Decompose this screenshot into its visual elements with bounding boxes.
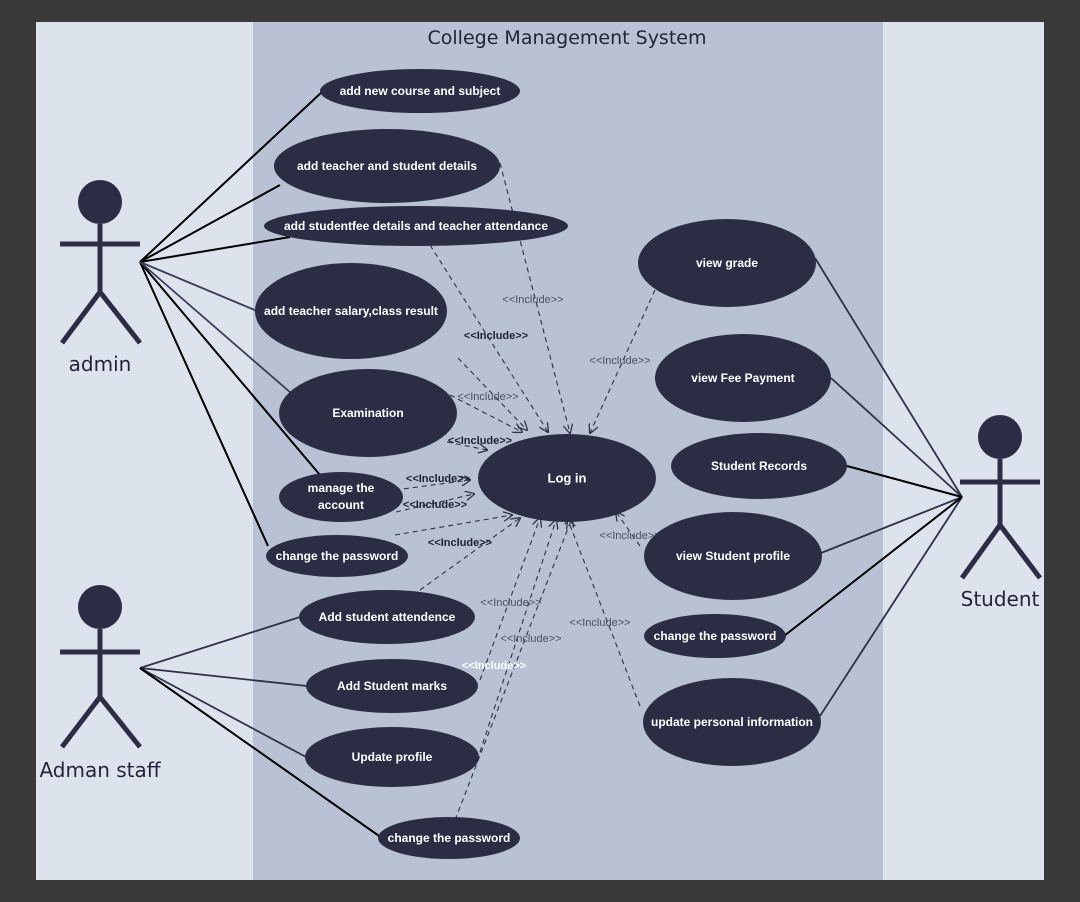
svg-text:update personal information: update personal information bbox=[651, 715, 813, 729]
student-associations bbox=[814, 257, 963, 717]
use-case-staff-change-password: change the password bbox=[378, 817, 520, 859]
system-title: College Management System bbox=[428, 27, 707, 49]
use-case-student-change-password: change the password bbox=[644, 614, 786, 658]
include-label: <<Include>> bbox=[480, 597, 541, 609]
staff-associations bbox=[139, 616, 308, 758]
include-label: <<Include>> bbox=[500, 633, 561, 645]
include-label: <<Include>> bbox=[403, 499, 467, 511]
use-case-student-records: Student Records bbox=[671, 433, 847, 499]
svg-text:change the password: change the password bbox=[654, 629, 777, 643]
staff-actor-icon bbox=[60, 585, 142, 749]
student-actor-label: Student bbox=[961, 587, 1040, 611]
svg-text:change the password: change the password bbox=[276, 549, 399, 563]
include-label: <<Include>> bbox=[428, 537, 492, 549]
include-label: <<Include>> bbox=[502, 294, 563, 306]
use-case-view-grade: view grade bbox=[638, 219, 816, 307]
use-case-add-attendance: Add student attendence bbox=[299, 590, 475, 644]
use-case-add-fee-attendance: add studentfee details and teacher atten… bbox=[264, 206, 568, 246]
svg-text:view Student profile: view Student profile bbox=[676, 549, 790, 563]
include-label: <<Include>> bbox=[569, 617, 630, 629]
include-label: <<Include>> bbox=[589, 355, 650, 367]
svg-text:Examination: Examination bbox=[332, 406, 403, 420]
include-label: <<Include>> bbox=[457, 391, 518, 403]
svg-text:view Fee Payment: view Fee Payment bbox=[691, 371, 794, 385]
svg-text:Update profile: Update profile bbox=[352, 750, 433, 764]
use-case-view-profile: view Student profile bbox=[644, 512, 822, 600]
include-label: <<Include>> bbox=[406, 473, 470, 485]
use-case-update-profile: Update profile bbox=[305, 727, 479, 787]
use-case-add-teacher-student: add teacher and student details bbox=[274, 129, 500, 203]
svg-text:add teacher and student detail: add teacher and student details bbox=[297, 159, 477, 173]
include-label: <<Include>> bbox=[599, 530, 660, 542]
use-case-admin-change-password: change the password bbox=[266, 535, 408, 577]
svg-text:view grade: view grade bbox=[696, 256, 758, 270]
svg-text:Add Student marks: Add Student marks bbox=[337, 679, 447, 693]
svg-text:add teacher salary,class resul: add teacher salary,class result bbox=[264, 304, 438, 318]
use-case-add-salary-result: add teacher salary,class result bbox=[255, 263, 447, 359]
admin-actor-label: admin bbox=[69, 352, 132, 376]
svg-text:change the password: change the password bbox=[388, 831, 511, 845]
include-label: <<Include>> bbox=[464, 330, 528, 342]
svg-text:Log in: Log in bbox=[548, 470, 587, 485]
use-case-manage-account: manage the account bbox=[279, 472, 403, 522]
include-label: <<Include>> bbox=[462, 660, 526, 672]
svg-text:add new course and subject: add new course and subject bbox=[340, 84, 501, 98]
use-case-update-info: update personal information bbox=[643, 678, 821, 766]
student-actor-icon bbox=[959, 415, 1042, 580]
svg-text:Student Records: Student Records bbox=[711, 459, 807, 473]
svg-text:manage the: manage the bbox=[308, 481, 375, 495]
include-label: <<Include>> bbox=[448, 435, 512, 447]
admin-actor-icon bbox=[59, 180, 142, 345]
staff-actor-label: Adman staff bbox=[39, 758, 161, 782]
svg-text:Add student attendence: Add student attendence bbox=[319, 610, 456, 624]
admin-associations bbox=[139, 90, 324, 547]
use-case-view-fee: view Fee Payment bbox=[655, 334, 831, 422]
svg-text:account: account bbox=[318, 498, 364, 512]
use-case-login: Log in bbox=[478, 434, 656, 522]
use-case-add-marks: Add Student marks bbox=[306, 659, 478, 713]
use-case-add-course: add new course and subject bbox=[320, 69, 520, 113]
svg-text:add studentfee details and tea: add studentfee details and teacher atten… bbox=[284, 219, 548, 233]
use-case-examination: Examination bbox=[279, 369, 457, 457]
include-arrows bbox=[394, 162, 656, 821]
